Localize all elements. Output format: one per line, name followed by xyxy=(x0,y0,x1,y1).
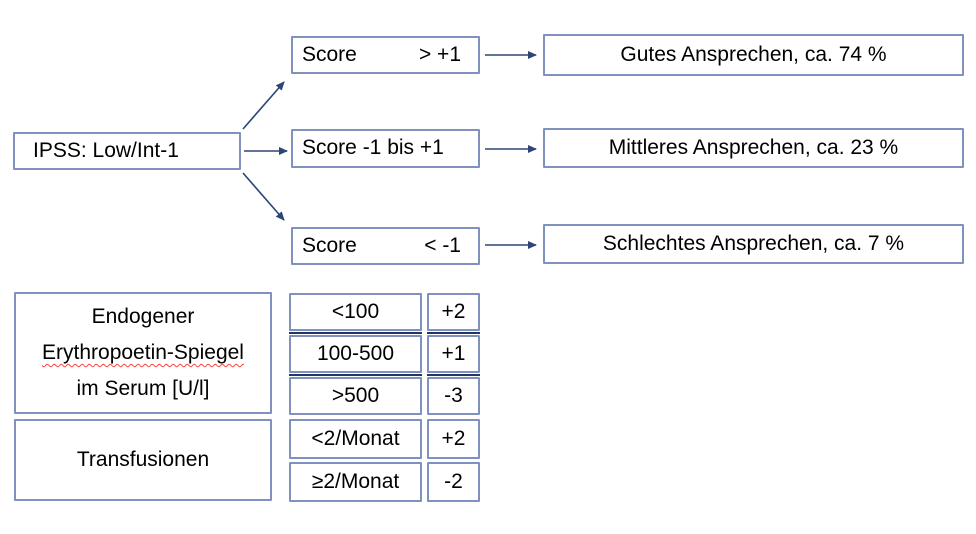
transfusion-points-cell-2: -2 xyxy=(427,462,480,502)
epo-value-gt500-label: >500 xyxy=(331,383,380,407)
epo-points-divider-1 xyxy=(427,332,480,334)
transfusion-value-cell-lt2: <2/Monat xyxy=(289,419,422,459)
epo-value-100-500-label: 100-500 xyxy=(316,341,395,365)
score-node-mid-left: Score -1 bis +1 xyxy=(302,136,444,160)
epo-label-line-1: Endogener xyxy=(91,305,195,328)
outcome-node-medium: Mittleres Ansprechen, ca. 23 % xyxy=(543,128,964,168)
root-node-ipss: IPSS: Low/Int-1 xyxy=(13,132,241,170)
epo-points-3-label: -3 xyxy=(444,383,463,407)
outcome-node-good-label: Gutes Ansprechen, ca. 74 % xyxy=(620,42,887,66)
epo-value-cell-lt100: <100 xyxy=(289,293,422,331)
outcome-node-medium-label: Mittleres Ansprechen, ca. 23 % xyxy=(608,135,899,159)
arrow-root-to-score-high xyxy=(242,81,285,130)
score-node-low: Score < -1 xyxy=(291,227,480,265)
epo-value-lt100-label: <100 xyxy=(331,299,380,323)
epo-points-cell-1: +2 xyxy=(427,293,480,331)
arrow-root-to-score-low xyxy=(242,172,285,221)
epo-value-divider-2 xyxy=(289,374,422,376)
epo-label-line-3: im Serum [U/l] xyxy=(76,377,210,400)
score-node-high-right: > +1 xyxy=(418,42,461,66)
epo-points-divider-2 xyxy=(427,374,480,376)
epo-points-cell-2: +1 xyxy=(427,335,480,373)
epo-value-cell-gt500: >500 xyxy=(289,377,422,415)
score-node-low-left: Score xyxy=(302,233,357,257)
epo-points-cell-3: -3 xyxy=(427,377,480,415)
outcome-node-good: Gutes Ansprechen, ca. 74 % xyxy=(543,34,964,76)
score-node-high: Score > +1 xyxy=(291,36,480,74)
epo-group-label: Endogener Erythropoetin-Spiegel im Serum… xyxy=(14,292,272,414)
transfusion-label-line-1: Transfusionen xyxy=(76,448,210,471)
epo-label-line-2-misspelled: Erythropoetin-Spiegel xyxy=(42,341,244,364)
transfusion-value-ge2-label: ≥2/Monat xyxy=(311,469,400,493)
epo-value-cell-100-500: 100-500 xyxy=(289,335,422,373)
transfusion-group-label: Transfusionen xyxy=(14,419,272,501)
score-node-high-left: Score xyxy=(302,42,357,66)
epo-value-divider-1 xyxy=(289,332,422,334)
score-node-mid: Score -1 bis +1 xyxy=(291,129,480,168)
transfusion-points-2-label: -2 xyxy=(444,469,463,493)
epo-points-1-label: +2 xyxy=(441,299,466,323)
transfusion-value-lt2-label: <2/Monat xyxy=(311,426,400,450)
epo-points-2-label: +1 xyxy=(441,341,466,365)
transfusion-points-1-label: +2 xyxy=(441,426,466,450)
root-node-label: IPSS: Low/Int-1 xyxy=(33,138,179,162)
outcome-node-poor-label: Schlechtes Ansprechen, ca. 7 % xyxy=(602,231,905,255)
transfusion-value-cell-ge2: ≥2/Monat xyxy=(289,462,422,502)
score-node-low-right: < -1 xyxy=(424,233,461,257)
transfusion-points-cell-1: +2 xyxy=(427,419,480,459)
outcome-node-poor: Schlechtes Ansprechen, ca. 7 % xyxy=(543,224,964,264)
